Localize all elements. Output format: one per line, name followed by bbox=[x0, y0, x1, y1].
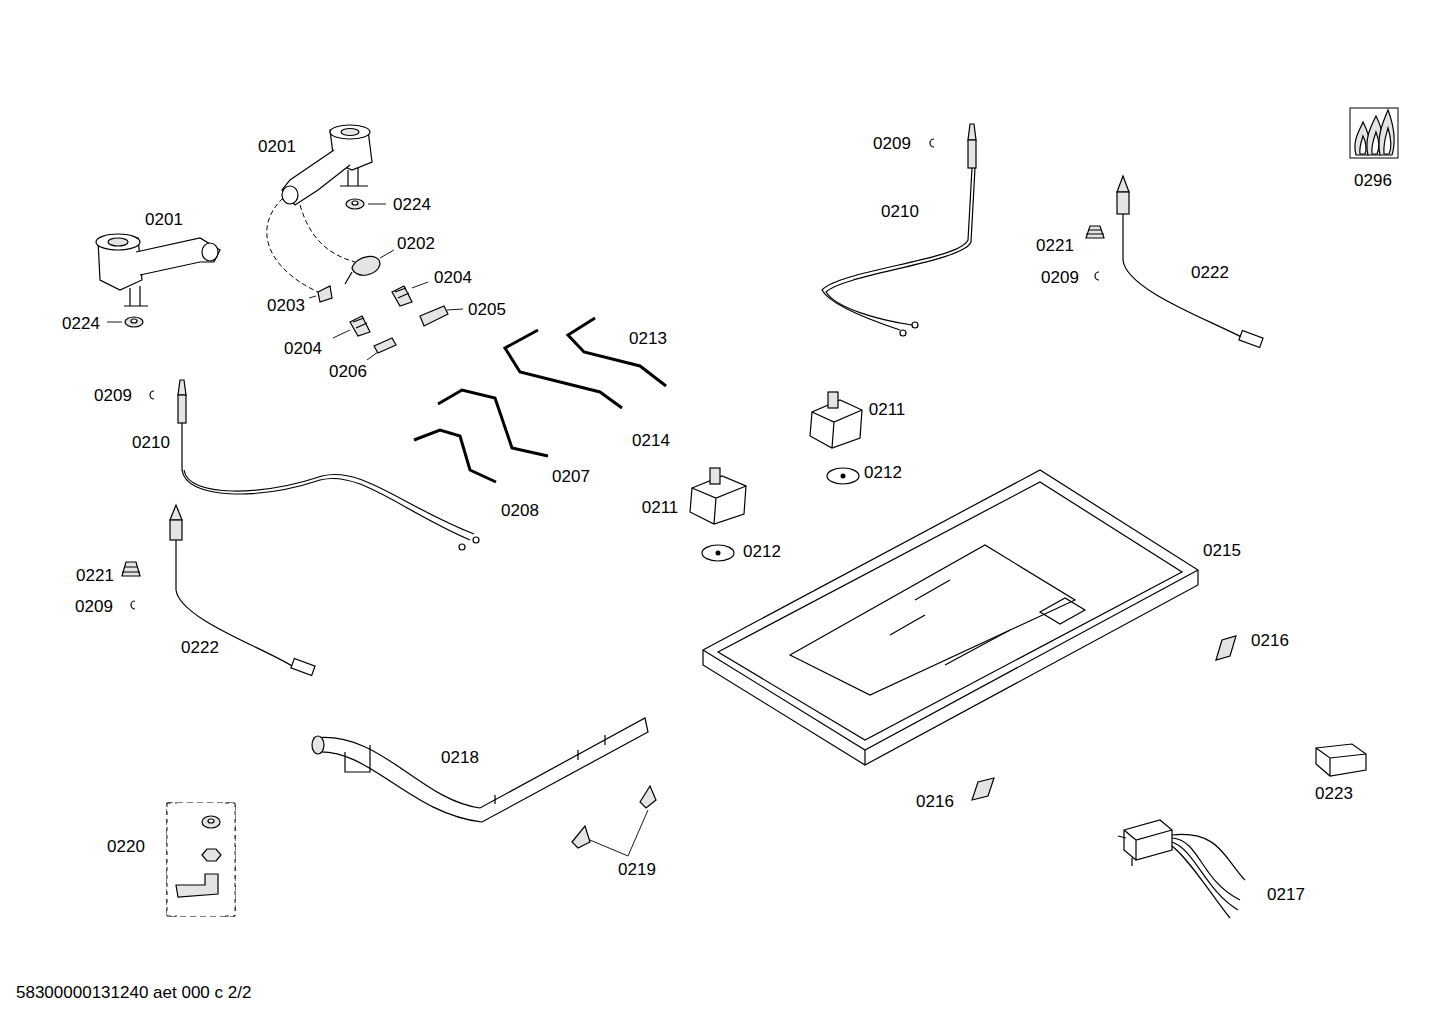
callout-number: 0222 bbox=[1189, 263, 1231, 282]
callout-number: 0209 bbox=[73, 597, 115, 616]
callout-number: 0215 bbox=[1201, 541, 1243, 560]
clip bbox=[1216, 636, 1236, 660]
gas-manifold bbox=[312, 718, 648, 822]
callout-number: 0218 bbox=[439, 748, 481, 767]
clip bbox=[640, 786, 656, 808]
callout-number: 0220 bbox=[105, 837, 147, 856]
callout-number: 0201 bbox=[256, 137, 298, 156]
callout-number: 0214 bbox=[630, 431, 672, 450]
callout-number: 0209 bbox=[871, 134, 913, 153]
callout-number: 0204 bbox=[282, 339, 324, 358]
clip bbox=[318, 286, 332, 302]
callout-number: 0205 bbox=[466, 300, 508, 319]
callout-number: 0206 bbox=[327, 362, 369, 381]
callout-number: 0210 bbox=[130, 433, 172, 452]
callout-number: 0202 bbox=[395, 234, 437, 253]
circlip bbox=[930, 139, 934, 147]
thermocouple bbox=[178, 380, 479, 550]
ignition-electrode bbox=[170, 505, 315, 675]
callout-number: 0212 bbox=[741, 542, 783, 561]
circlip bbox=[1095, 272, 1099, 280]
injector bbox=[420, 306, 448, 326]
clip bbox=[972, 778, 994, 800]
callout-number: 0213 bbox=[627, 329, 669, 348]
callout-number: 0221 bbox=[1034, 236, 1076, 255]
kit-bracket bbox=[167, 803, 235, 916]
seal bbox=[827, 468, 859, 484]
callout-number: 0203 bbox=[265, 296, 307, 315]
clip bbox=[572, 826, 590, 848]
gas-valve bbox=[690, 392, 862, 524]
callout-number: 0217 bbox=[1265, 885, 1307, 904]
callout-number: 0210 bbox=[879, 202, 921, 221]
callout-number: 0221 bbox=[74, 566, 116, 585]
callout-number: 0211 bbox=[867, 400, 908, 419]
washer bbox=[125, 317, 143, 327]
callout-number: 0209 bbox=[92, 386, 134, 405]
circlip bbox=[150, 391, 154, 399]
callout-number: 0216 bbox=[1249, 631, 1291, 650]
circlip bbox=[131, 601, 135, 609]
spark-plug bbox=[352, 256, 380, 275]
burner bbox=[96, 234, 220, 306]
connector-block bbox=[1316, 744, 1366, 776]
bottom-tray bbox=[703, 470, 1198, 765]
callout-number: 0201 bbox=[143, 210, 185, 229]
seal bbox=[702, 545, 734, 561]
callout-number: 0209 bbox=[1039, 268, 1081, 287]
callout-number: 0216 bbox=[914, 792, 956, 811]
callout-number: 0222 bbox=[179, 638, 221, 657]
injector bbox=[374, 338, 396, 353]
ignition-module bbox=[1118, 820, 1245, 918]
callout-number: 0219 bbox=[616, 860, 658, 879]
callout-number: 0208 bbox=[499, 501, 541, 520]
drawing-number: 58300000131240 aet 000 c 2/2 bbox=[16, 983, 251, 1002]
ignition-electrode bbox=[1117, 176, 1263, 347]
callout-number: 0224 bbox=[60, 314, 102, 333]
callout-number: 0204 bbox=[432, 268, 474, 287]
callout-number: 0296 bbox=[1352, 171, 1394, 190]
thermocouple bbox=[822, 124, 976, 336]
callout-number: 0211 bbox=[640, 498, 681, 517]
seal bbox=[350, 286, 412, 336]
callout-number: 0224 bbox=[391, 195, 433, 214]
callout-number: 0207 bbox=[550, 467, 592, 486]
washer bbox=[346, 199, 364, 209]
gas-flame-icon bbox=[1350, 108, 1398, 158]
callout-number: 0223 bbox=[1313, 784, 1355, 803]
callout-number: 0212 bbox=[862, 463, 904, 482]
